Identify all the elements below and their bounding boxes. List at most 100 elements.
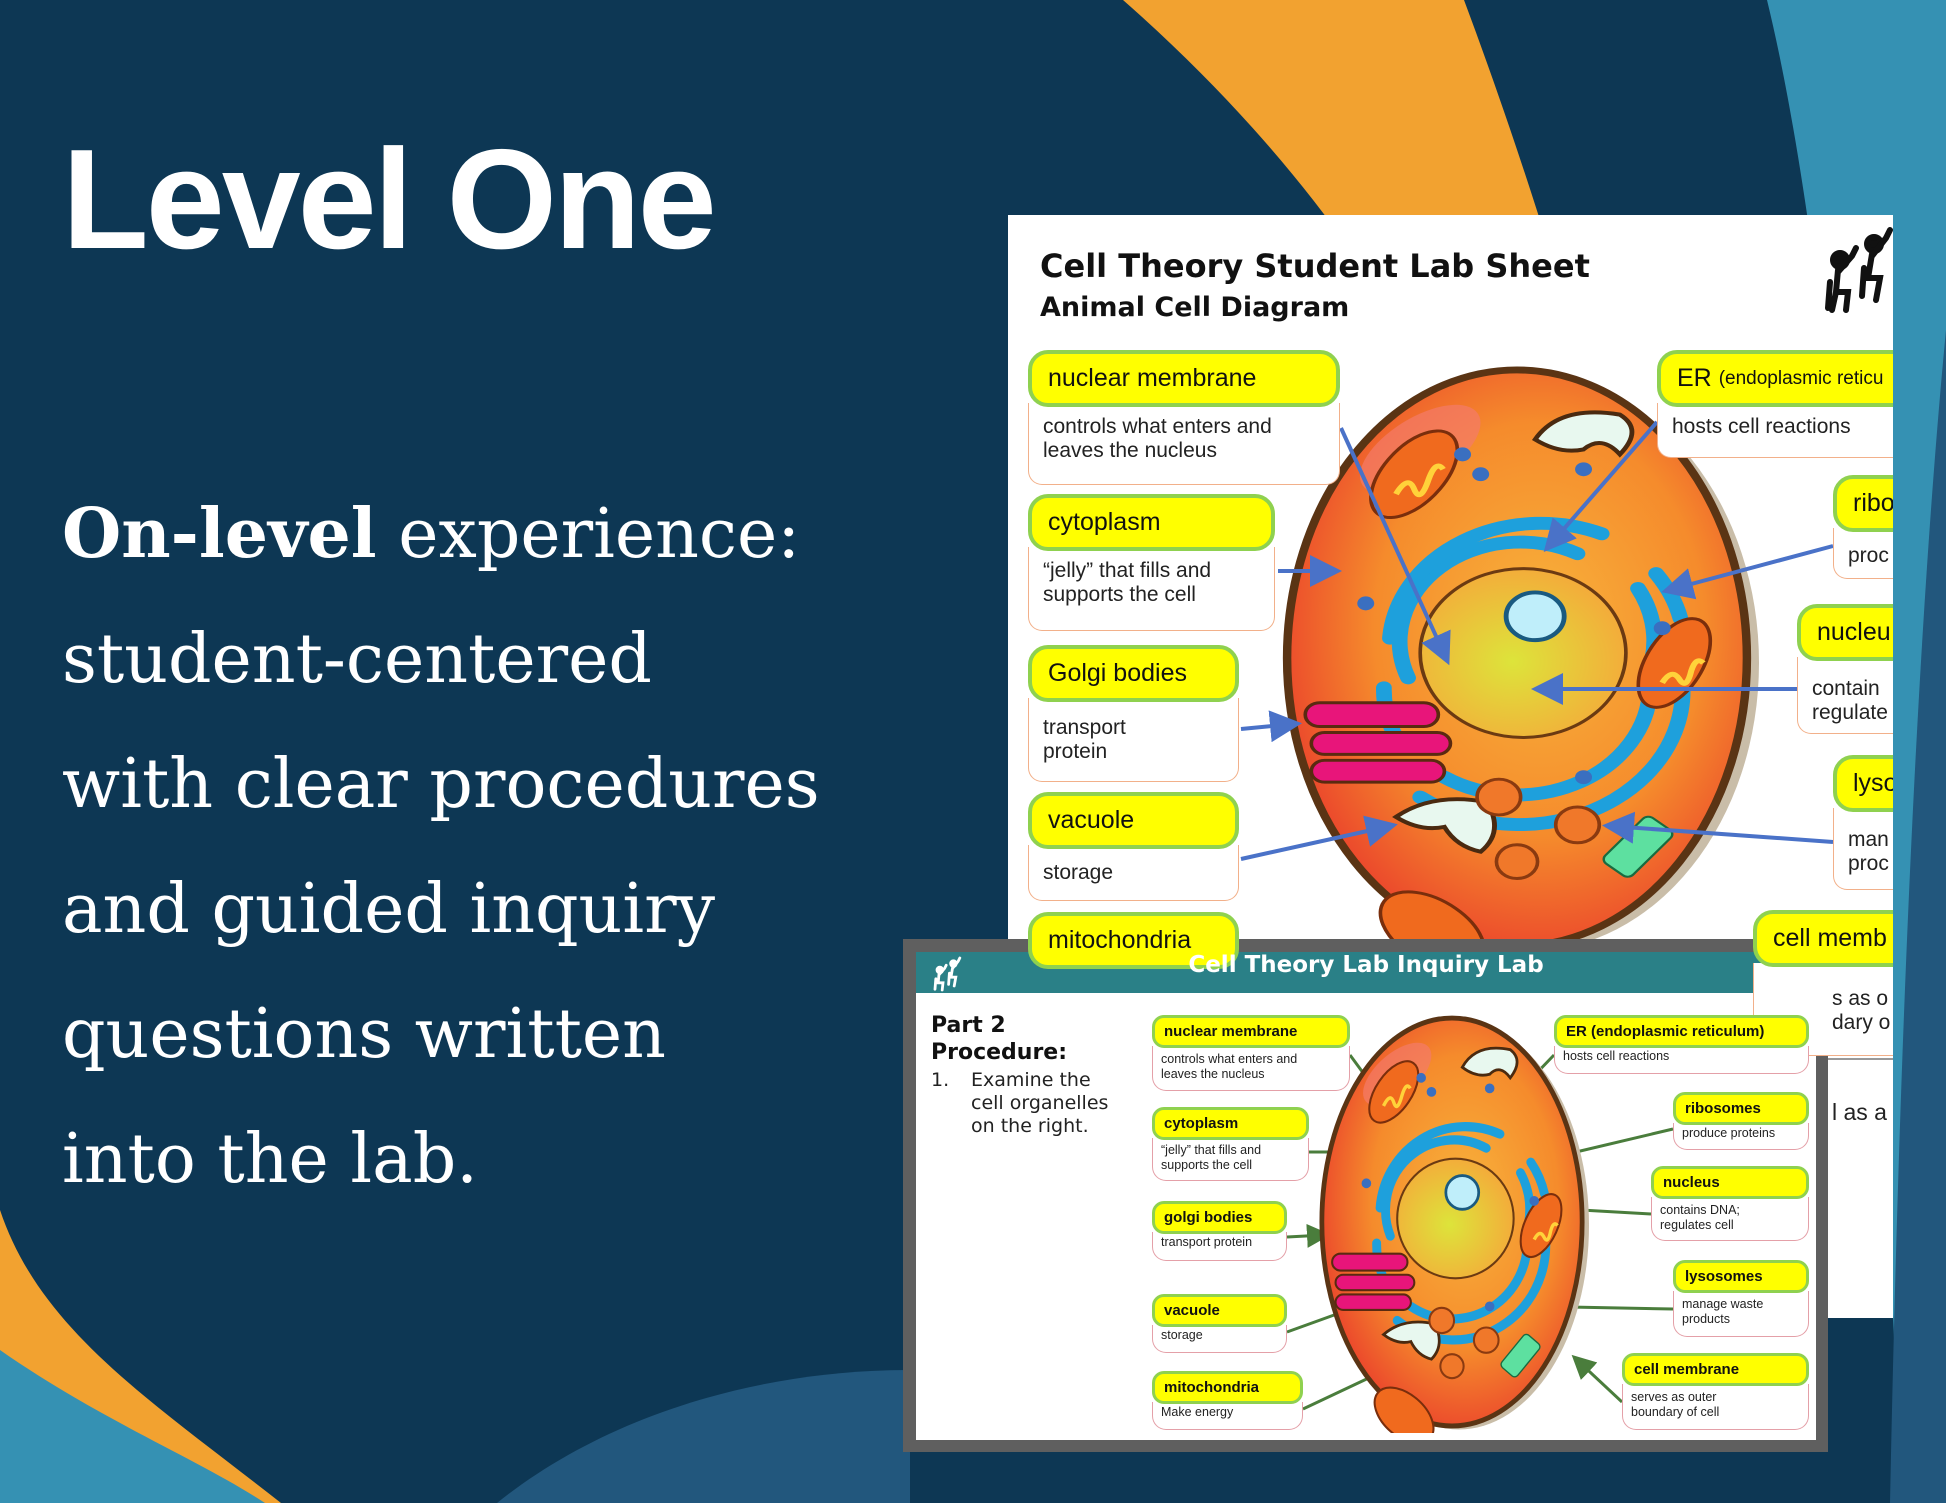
body-line-5: questions written — [62, 995, 666, 1074]
label-title: nucleus — [1651, 1166, 1809, 1199]
animal-cell-illustration — [1319, 1015, 1589, 1440]
desc-line: man — [1848, 828, 1889, 851]
inquiry-lab-sheet: Cell Theory Lab Inquiry Lab Part 2 Proce… — [916, 952, 1816, 1440]
vacuole-shapes — [1381, 1046, 1519, 1361]
label-title: ribosomes — [1673, 1092, 1809, 1125]
desc-line: dary o — [1832, 1011, 1891, 1034]
golgi-shape — [1303, 701, 1453, 784]
desc-line: transport — [1043, 716, 1126, 739]
desc-line: s as o — [1832, 987, 1889, 1010]
desc-line: supports the cell — [1043, 583, 1196, 606]
lysosome-shapes — [1428, 1306, 1500, 1380]
desc-line: protein — [1043, 740, 1108, 763]
students-raising-hands-icon — [1825, 227, 1893, 313]
label-title: lysosomes — [1673, 1260, 1809, 1293]
desc-line: manage waste — [1682, 1297, 1764, 1311]
ribosome-dots — [1361, 1072, 1539, 1312]
label-title: cell membrane — [1622, 1353, 1809, 1386]
label-er: ER (endoplasmic reticulum)hosts cell rea… — [1554, 1015, 1809, 1074]
label-desc: hosts cell reactions — [1657, 403, 1893, 458]
step-line: on the right. — [971, 1115, 1089, 1137]
lysosome-shapes — [1475, 777, 1602, 881]
procedure-heading: Part 2 Procedure: — [931, 1012, 1067, 1066]
label-desc: contains DNA;regulates cell — [1651, 1197, 1809, 1241]
label-nuclear-membrane: nuclear membrane controls what enters an… — [1028, 350, 1340, 485]
desc-line: controls what enters and — [1161, 1052, 1298, 1066]
body-text: experience: — [376, 495, 801, 574]
centriole-shape — [1500, 1333, 1541, 1378]
label-mitochondria: mitochondria — [1028, 912, 1239, 969]
label-name: ER — [1677, 364, 1712, 392]
divider — [1826, 1058, 1893, 1060]
label-desc: hosts cell reactions — [1554, 1046, 1809, 1074]
procedure-label: Procedure: — [931, 1040, 1068, 1065]
desc-line: boundary of cell — [1631, 1405, 1720, 1419]
label-title: cell memb — [1753, 910, 1893, 967]
light-blue-bottom-left — [0, 1350, 265, 1503]
label-desc: produce proteins — [1673, 1123, 1809, 1150]
body-line-1: On-level experience: — [62, 472, 820, 597]
desc-line: proc — [1848, 852, 1889, 875]
label-title: nucleu — [1797, 604, 1893, 661]
label-title: cytoplasm — [1028, 494, 1275, 551]
desc-line: contain — [1812, 677, 1880, 700]
desc-line: storage — [1161, 1328, 1203, 1342]
animal-cell-diagram — [1315, 1011, 1589, 1440]
desc-line: leaves the nucleus — [1043, 439, 1217, 462]
mid-blue-hump-bottom — [497, 1370, 910, 1503]
desc-line: controls what enters and — [1043, 415, 1272, 438]
label-title: golgi bodies — [1152, 1201, 1287, 1234]
part-label: Part 2 — [931, 1013, 1006, 1038]
label-ribosomes: ribo proc — [1833, 475, 1893, 579]
desc-line: regulate — [1812, 701, 1888, 724]
desc-line: transport protein — [1161, 1235, 1253, 1249]
desc-line: Make energy — [1161, 1405, 1234, 1419]
desc-line: hosts cell reactions — [1672, 415, 1851, 438]
nucleus-shape — [1396, 1157, 1515, 1280]
desc-line: supports the cell — [1161, 1158, 1253, 1172]
desc-line: produce proteins — [1682, 1126, 1776, 1140]
nucleolus-shape — [1503, 590, 1567, 643]
golgi-shape — [1331, 1252, 1416, 1311]
slide-body: On-level experience: student-centered wi… — [62, 472, 820, 1222]
label-title: nuclear membrane — [1028, 350, 1340, 407]
label-vacuole: vacuole storage — [1028, 792, 1239, 901]
body-line-6: into the lab. — [62, 1120, 478, 1199]
label-title: lyso — [1833, 755, 1893, 812]
desc-line: leaves the nucleus — [1161, 1067, 1265, 1081]
label-title: ER (endoplasmic reticulum) — [1554, 1015, 1809, 1048]
label-desc: transport protein — [1152, 1232, 1287, 1261]
sheet-header-title: Cell Theory Lab Inquiry Lab — [1188, 952, 1544, 978]
body-line-3: with clear procedures — [62, 745, 820, 824]
label-title: vacuole — [1152, 1294, 1287, 1327]
step-line: Examine the — [971, 1069, 1091, 1091]
label-title: vacuole — [1028, 792, 1239, 849]
slide-title: Level One — [62, 120, 717, 279]
label-desc: storage — [1152, 1325, 1287, 1353]
sheet-title: Cell Theory Student Lab Sheet — [1040, 247, 1590, 285]
label-er: ER (endoplasmic reticu hosts cell reacti… — [1657, 350, 1893, 458]
desc-line: storage — [1043, 861, 1114, 884]
students-raising-hands-icon — [933, 956, 962, 992]
desc-line: hosts cell reactions — [1563, 1049, 1670, 1063]
